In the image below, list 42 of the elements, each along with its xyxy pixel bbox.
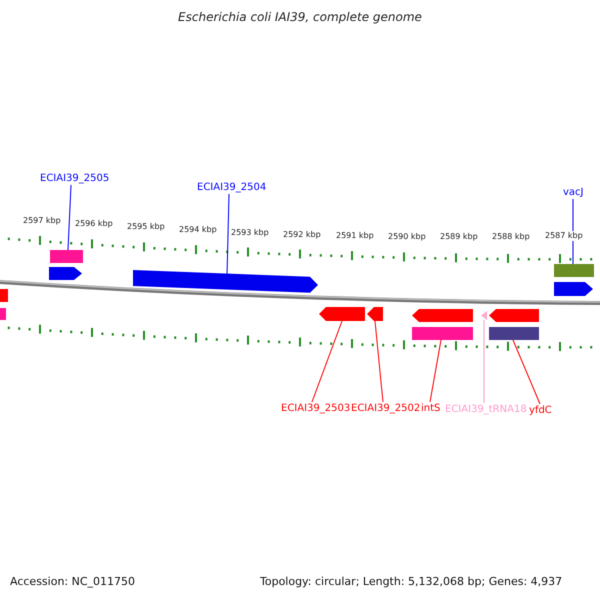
gene-feature — [489, 309, 539, 322]
gene-label: ECIAI39_tRNA18 — [445, 403, 527, 416]
scale-label: 2593 kbp — [231, 228, 269, 238]
scale-label: 2592 kbp — [283, 230, 321, 240]
gene-feature — [412, 309, 473, 322]
gene-bar — [0, 308, 6, 320]
scale-label: 2594 kbp — [179, 225, 217, 235]
leader-line — [430, 340, 442, 402]
footer-text: Accession: NC_011750 — [10, 575, 136, 588]
gene-label: ECIAI39_2502 — [351, 402, 420, 415]
gene-feature — [49, 267, 82, 280]
gene-bar — [50, 250, 83, 263]
gene-label: ECIAI39_2504 — [197, 181, 266, 194]
leader-line — [374, 320, 384, 402]
gene-label: ECIAI39_2503 — [281, 402, 350, 415]
gene-feature — [367, 307, 383, 321]
gene-label: intS — [421, 402, 440, 415]
gene-bar — [554, 264, 594, 277]
gene-feature — [481, 311, 487, 320]
leader-line — [68, 184, 72, 250]
gene-label: vacJ — [563, 186, 584, 199]
scale-label: 2588 kbp — [492, 232, 530, 242]
scale-label: 2590 kbp — [388, 232, 426, 242]
scale-label: 2587 kbp — [545, 231, 583, 241]
scale-label: 2589 kbp — [440, 232, 478, 242]
gene-bar — [412, 327, 473, 340]
scale-label: 2591 kbp — [336, 231, 374, 241]
gene-feature — [319, 307, 365, 321]
leader-line — [312, 320, 342, 402]
gene-label: ECIAI39_2505 — [40, 172, 110, 185]
leader-line — [226, 194, 230, 276]
leader-line — [512, 340, 540, 404]
gene-label: yfdC — [529, 404, 552, 417]
gene-bar — [489, 327, 539, 340]
scale-label: 2595 kbp — [127, 222, 165, 232]
gene-feature — [133, 270, 318, 293]
scale-label: 2597 kbp — [23, 216, 61, 226]
gene-feature — [554, 282, 593, 296]
footer-text: Topology: circular; Length: 5,132,068 bp; Genes: 4,937 — [260, 575, 562, 588]
scale-label: 2596 kbp — [75, 219, 113, 229]
title: Escherichia coli IAI39, complete genome — [178, 10, 422, 24]
gene-bar — [0, 289, 8, 302]
